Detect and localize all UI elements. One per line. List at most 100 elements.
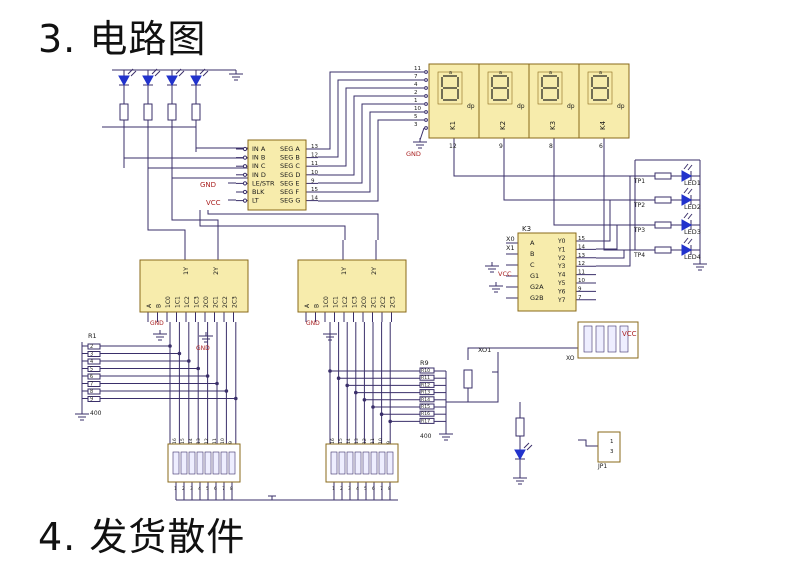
pin-bubble bbox=[242, 164, 248, 169]
junction-dot bbox=[187, 359, 191, 363]
decoder-pin-left: C bbox=[530, 261, 535, 269]
digit-outline bbox=[487, 71, 513, 105]
led-tp-label: TP4 bbox=[633, 252, 645, 259]
segment-wire bbox=[318, 95, 424, 176]
wire bbox=[453, 138, 655, 177]
dip-pin-number: 6 bbox=[372, 486, 375, 492]
wire bbox=[596, 176, 631, 267]
xo-switch-lever bbox=[619, 325, 629, 353]
decoder-pin-number: 9 bbox=[578, 286, 582, 292]
mux-pin-label: 1C3 bbox=[194, 296, 201, 308]
decoder-pin-right: Y2 bbox=[557, 255, 566, 262]
mux-pin-label: 1C2 bbox=[342, 296, 349, 308]
junction-dot bbox=[362, 398, 367, 402]
encoder-pin-number: 11 bbox=[311, 161, 318, 167]
wire bbox=[596, 200, 611, 242]
led-tp-label: TP2 bbox=[633, 202, 645, 209]
encoder-pin-number: 12 bbox=[311, 153, 318, 159]
dip-pin-number: 2 bbox=[340, 486, 343, 492]
dip-switch-lever bbox=[188, 451, 196, 475]
led-icon-top-4 bbox=[190, 75, 202, 87]
mux-gnd-label: GND bbox=[150, 320, 164, 327]
encoder-pin-left: LT bbox=[252, 197, 259, 205]
wire bbox=[446, 371, 499, 403]
led-icon-right-2 bbox=[687, 188, 693, 195]
r9-tick-label: R17 bbox=[421, 418, 430, 424]
wire bbox=[199, 210, 346, 240]
decoder-pin-number: 13 bbox=[578, 253, 585, 259]
display-label: K2 bbox=[499, 121, 507, 130]
encoder-pin-right: SEG D bbox=[280, 171, 300, 179]
decoder-pin-right: Y3 bbox=[557, 263, 566, 270]
led-tp-label: TP3 bbox=[633, 227, 645, 234]
decoder-pin-left: A bbox=[530, 239, 535, 247]
r1-tick-label: 3 bbox=[90, 352, 93, 358]
decoder-chip bbox=[517, 232, 577, 312]
r9-tick-label: R15 bbox=[421, 404, 430, 410]
jp1-pin: 1 bbox=[610, 439, 614, 445]
pin-bubble bbox=[424, 78, 428, 82]
dip-pin-number: 10 bbox=[378, 438, 384, 444]
resistor-led-1 bbox=[654, 172, 672, 180]
led-icon-right-1 bbox=[687, 164, 693, 171]
led-icon-right-3 bbox=[687, 213, 693, 220]
display-pin-number: 1 bbox=[414, 98, 418, 104]
led-icon-bottom bbox=[514, 449, 526, 461]
dip-switch-lever bbox=[180, 451, 188, 475]
dip-pin-number: 7 bbox=[222, 486, 225, 492]
decoder-pin-left: B bbox=[530, 250, 534, 258]
encoder-pin-number: 13 bbox=[311, 144, 318, 150]
encoder-pin-number: 10 bbox=[311, 170, 318, 176]
r1-tick-label: 9 bbox=[90, 397, 93, 403]
r9-resistor bbox=[419, 389, 435, 396]
segment-wire bbox=[318, 103, 424, 184]
led-icon-top-2 bbox=[151, 68, 158, 75]
led-icon-right-4 bbox=[683, 237, 689, 244]
dip-pin-number: 13 bbox=[196, 438, 202, 444]
r1-resistor bbox=[87, 388, 101, 395]
display-label: K4 bbox=[599, 120, 607, 130]
component-layer bbox=[87, 63, 693, 483]
dip-switch-lever bbox=[346, 451, 354, 475]
segment-wire bbox=[318, 87, 424, 167]
led-tp-label: TP1 bbox=[633, 178, 645, 185]
junction-dot bbox=[328, 369, 332, 373]
pin-bubble bbox=[424, 118, 428, 122]
dip-pin-number: 5 bbox=[364, 486, 367, 492]
dip-switch-lever bbox=[378, 451, 386, 475]
led-icon-top-1 bbox=[130, 70, 137, 77]
wire bbox=[553, 138, 655, 226]
dip-pin-number: 15 bbox=[338, 438, 344, 444]
r1-tick-label: 5 bbox=[90, 367, 93, 373]
dip-pin-number: 12 bbox=[362, 438, 368, 444]
r1-resistor bbox=[87, 381, 101, 387]
junction-dot bbox=[224, 389, 229, 393]
junction-dot bbox=[345, 383, 350, 388]
mux-pin-label: 1C1 bbox=[175, 296, 182, 308]
wire bbox=[171, 188, 219, 240]
dip-pin-number: 11 bbox=[212, 438, 218, 444]
dip-switch-lever bbox=[354, 451, 362, 475]
r1-tick-label: 2 bbox=[90, 344, 93, 350]
mux-pin-label: 2C1 bbox=[213, 296, 220, 308]
r9-value: 400 bbox=[420, 433, 432, 440]
decoder-pin-right: Y5 bbox=[557, 280, 566, 287]
mux-pin-label: 2C0 bbox=[203, 296, 210, 308]
decoder-pin-number: 11 bbox=[578, 270, 585, 276]
mux-gnd-label: GND bbox=[306, 320, 320, 327]
dip-switch-lever bbox=[212, 451, 220, 475]
encoder-pin-number: 9 bbox=[311, 178, 315, 184]
r9-label: R9 bbox=[420, 359, 429, 367]
led-icon-top-3 bbox=[175, 68, 182, 75]
xo-switch-lever bbox=[595, 325, 605, 353]
dip-pin-number: 3 bbox=[348, 486, 351, 492]
led-icon-top-2 bbox=[142, 75, 154, 87]
segment-letter: a bbox=[499, 70, 502, 76]
pin-bubble bbox=[242, 172, 248, 177]
encoder-pin-right: SEG E bbox=[280, 179, 299, 187]
r9-resistor bbox=[419, 403, 435, 410]
led-icon-bottom bbox=[526, 444, 533, 451]
encoder-pin-right: SEG F bbox=[280, 188, 299, 196]
xo-pin-label: XO1 bbox=[478, 346, 491, 354]
